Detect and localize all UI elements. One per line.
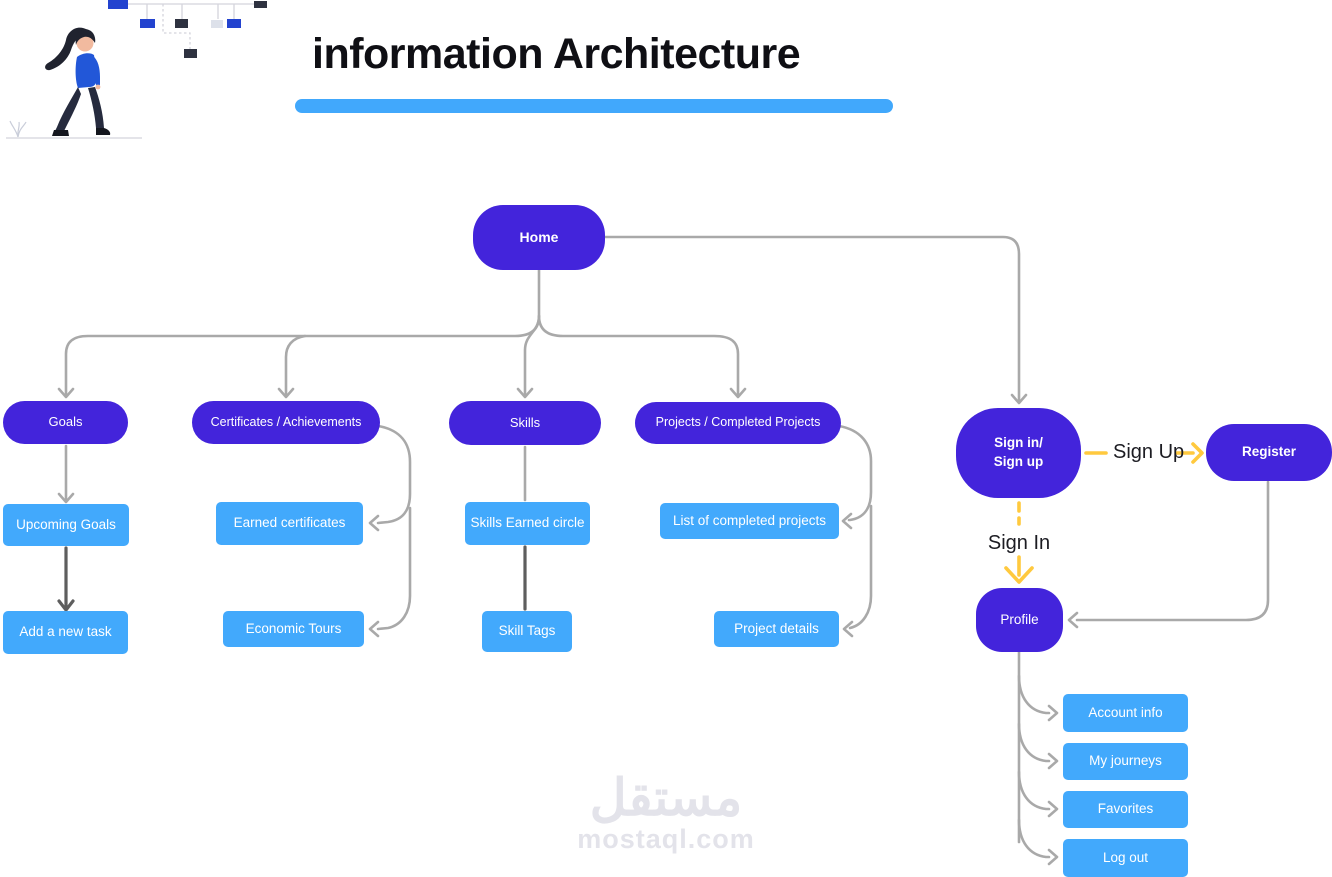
- node-economic-tours-label: Economic Tours: [245, 620, 342, 636]
- edge-home-goals: [64, 268, 541, 398]
- page-title: information Architecture: [312, 30, 801, 78]
- node-home-label: Home: [519, 228, 559, 245]
- edge-profile-logout: [1017, 818, 1051, 859]
- node-earned-certificates-label: Earned certificates: [233, 515, 346, 531]
- node-skills-earned-circle-label: Skills Earned circle: [470, 515, 585, 531]
- node-certificates-label: Certificates / Achievements: [210, 414, 362, 429]
- node-account-info: Account info: [1063, 694, 1188, 732]
- edge-profile-favorites: [1017, 770, 1051, 811]
- node-sign-in-line2: Sign up: [993, 454, 1044, 469]
- node-register: Register: [1206, 424, 1332, 481]
- edge-label-sign-up: Sign Up: [1113, 441, 1185, 463]
- edge-upcoming-addtask-arrow: [57, 599, 75, 612]
- edge-home-projects: [537, 314, 740, 398]
- node-profile-label: Profile: [1000, 611, 1039, 627]
- edge-profile-journeys-arrow: [1047, 752, 1059, 770]
- node-earned-certificates: Earned certificates: [216, 502, 363, 545]
- edge-home-goals-arrow: [57, 387, 75, 399]
- mini-sitemap-boxes: [108, 0, 267, 58]
- node-sign-in-sign-up: Sign in/ Sign up: [956, 408, 1081, 498]
- node-profile: Profile: [976, 588, 1063, 652]
- node-projects: Projects / Completed Projects: [635, 402, 841, 444]
- edge-certificates-earned-arrow: [368, 514, 380, 532]
- edge-profile-favorites-arrow: [1047, 800, 1059, 818]
- edge-goals-upcoming-arrow: [57, 492, 75, 504]
- edge-home-signin: [603, 235, 1021, 404]
- node-log-out: Log out: [1063, 839, 1188, 877]
- edge-home-projects-arrow: [729, 387, 747, 399]
- node-economic-tours: Economic Tours: [223, 611, 364, 647]
- edge-projects-list: [837, 424, 873, 522]
- edge-label-sign-in: Sign In: [987, 532, 1051, 554]
- edge-projects-details-arrow: [842, 620, 854, 638]
- node-project-details-label: Project details: [734, 620, 819, 636]
- title-underline-bar: [295, 99, 893, 113]
- node-goals: Goals: [3, 401, 128, 444]
- edge-signin-arrow: [1004, 555, 1034, 584]
- node-register-label: Register: [1241, 444, 1297, 460]
- watermark-site-text: mostaql.com: [577, 824, 755, 855]
- node-log-out-label: Log out: [1102, 849, 1149, 865]
- node-my-journeys: My journeys: [1063, 743, 1188, 780]
- node-account-info-label: Account info: [1088, 704, 1163, 720]
- node-skills-earned-circle: Skills Earned circle: [465, 502, 590, 545]
- mini-sitemap-lines: [128, 3, 256, 49]
- plant-sketch: [9, 120, 27, 138]
- edge-home-certificates: [284, 334, 307, 398]
- node-goals-label: Goals: [48, 414, 83, 430]
- node-projects-label: Projects / Completed Projects: [655, 415, 821, 430]
- edge-home-signin-arrow: [1010, 393, 1028, 405]
- node-my-journeys-label: My journeys: [1089, 753, 1162, 769]
- edge-profile-journeys: [1017, 722, 1051, 763]
- edge-projects-details: [848, 504, 873, 630]
- edge-profile-logout-arrow: [1047, 848, 1059, 866]
- edge-home-skills: [523, 314, 541, 398]
- edge-profile-account: [1017, 674, 1051, 715]
- node-list-of-completed-projects-label: List of completed projects: [672, 512, 827, 528]
- node-sign-in-line1: Sign in/: [994, 435, 1043, 451]
- illustration-woman-sitemap: [6, 0, 267, 139]
- node-skills: Skills: [449, 401, 601, 445]
- node-project-details: Project details: [714, 611, 839, 647]
- watermark: مستقل mostaql.com: [568, 769, 764, 855]
- node-favorites-label: Favorites: [1097, 801, 1154, 817]
- edge-home-certificates-arrow: [277, 387, 295, 399]
- edge-certificates-economic: [376, 506, 412, 631]
- edge-certificates-earned: [376, 424, 412, 525]
- node-home: Home: [473, 205, 605, 270]
- node-favorites: Favorites: [1063, 791, 1188, 828]
- edge-profile-account-arrow: [1047, 704, 1059, 722]
- watermark-logo-text: مستقل: [589, 769, 743, 826]
- node-add-a-new-task-label: Add a new task: [19, 624, 112, 640]
- node-list-of-completed-projects: List of completed projects: [660, 503, 839, 539]
- node-certificates: Certificates / Achievements: [192, 401, 380, 444]
- edge-home-skills-arrow: [516, 387, 534, 399]
- woman-figure: [45, 27, 111, 136]
- edge-projects-list-arrow: [841, 512, 853, 530]
- edge-register-profile: [1075, 480, 1270, 622]
- node-upcoming-goals-label: Upcoming Goals: [16, 516, 116, 532]
- edge-register-profile-arrow: [1067, 611, 1079, 629]
- node-skills-label: Skills: [509, 414, 541, 430]
- node-skill-tags: Skill Tags: [482, 611, 572, 652]
- node-skill-tags-label: Skill Tags: [498, 623, 556, 639]
- node-upcoming-goals: Upcoming Goals: [3, 504, 129, 546]
- node-add-a-new-task: Add a new task: [3, 611, 128, 654]
- edge-certificates-economic-arrow: [368, 620, 380, 638]
